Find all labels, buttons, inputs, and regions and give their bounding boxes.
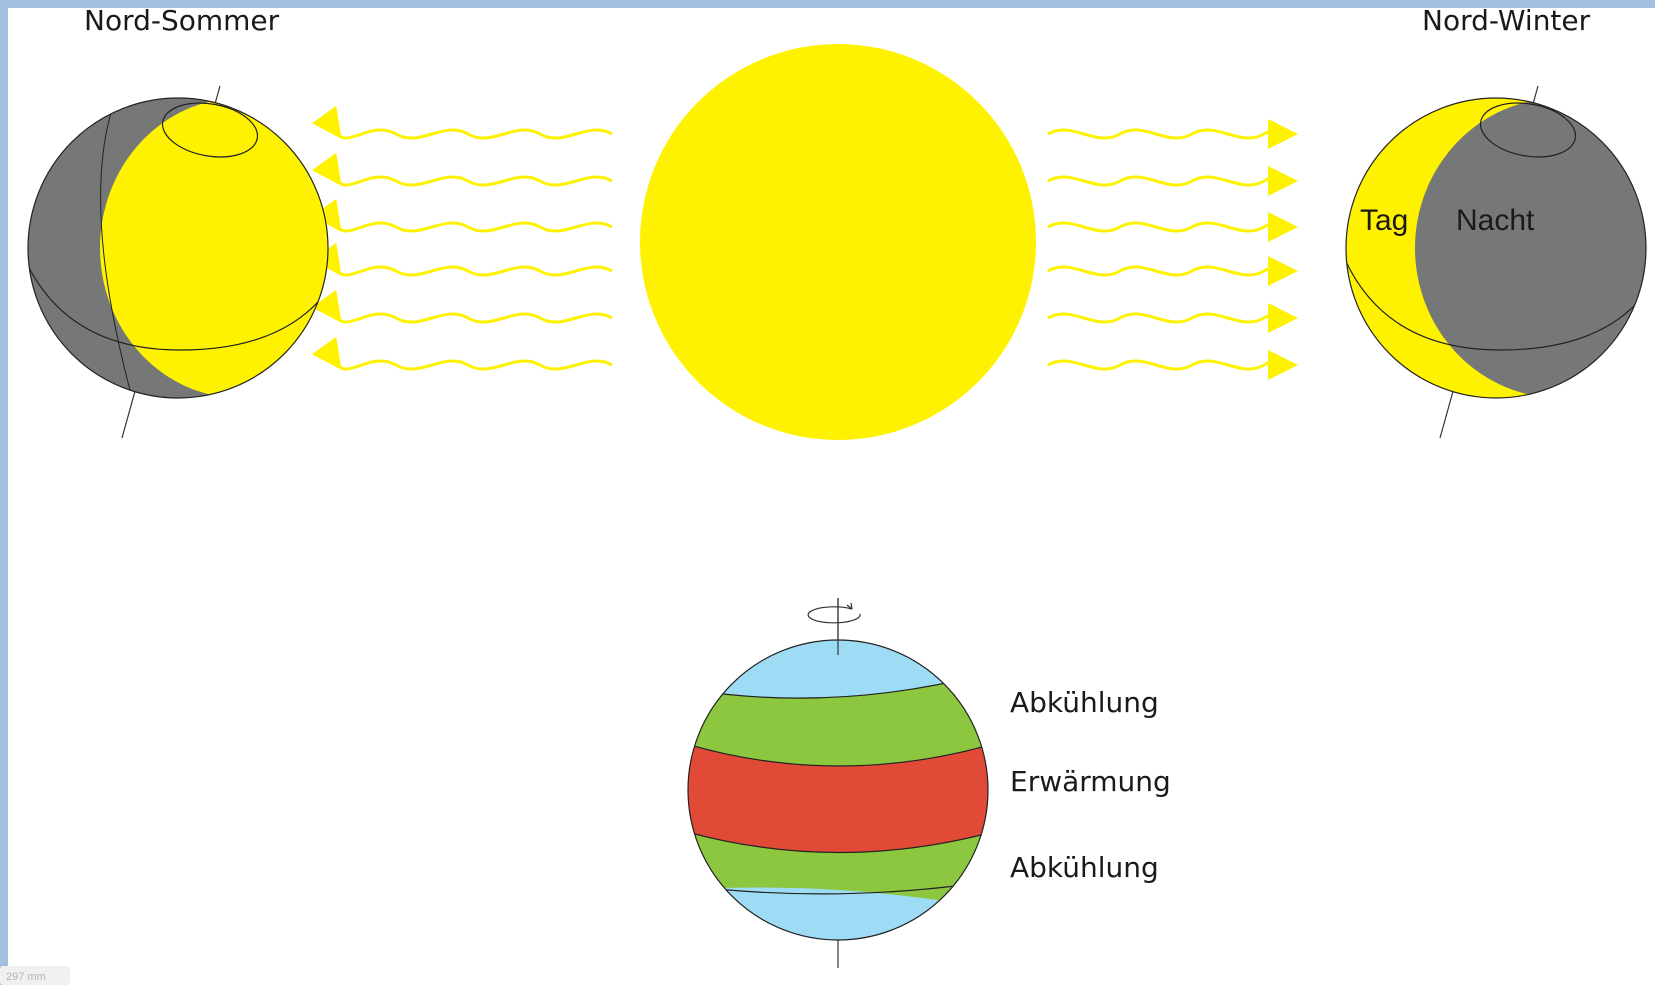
sun-rays-right: [1047, 118, 1298, 380]
label-cooling-bottom: Abkühlung: [1010, 851, 1159, 884]
label-day: Tag: [1360, 204, 1409, 237]
label-warming: Erwärmung: [1010, 765, 1171, 798]
earth-winter: [1345, 85, 1647, 439]
sun-rays-left: [311, 105, 613, 371]
page-size-indicator: 297 mm: [0, 966, 70, 985]
sun: [640, 44, 1036, 440]
earth-climate-zones: [687, 598, 989, 968]
earth-summer: [27, 85, 329, 439]
label-cooling-top: Abkühlung: [1010, 686, 1159, 719]
label-north-summer: Nord-Sommer: [84, 4, 280, 37]
label-north-winter: Nord-Winter: [1422, 4, 1591, 37]
label-night: Nacht: [1456, 204, 1535, 237]
